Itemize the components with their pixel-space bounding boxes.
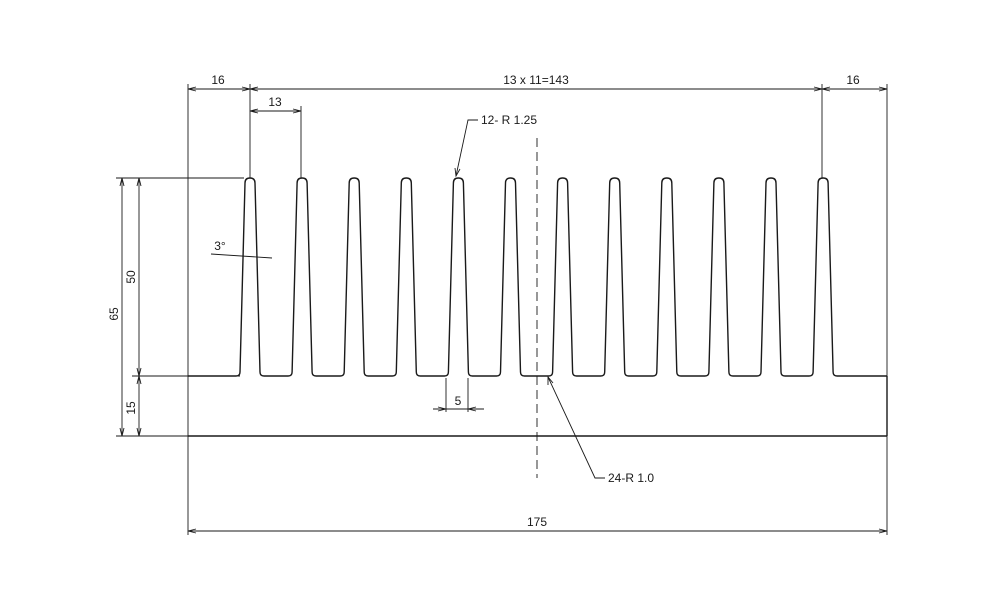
- arrowhead: [467, 406, 477, 412]
- leader-tip-radius: [455, 119, 478, 177]
- dim-draft-angle: 3°: [214, 239, 226, 253]
- heatsink-base: [188, 376, 888, 437]
- arrowhead: [119, 177, 125, 187]
- arrowhead: [249, 86, 259, 92]
- arrowhead: [187, 528, 197, 534]
- dim-fin-pitch: 13: [268, 95, 282, 109]
- arrowheads: [119, 86, 888, 534]
- arrowhead: [136, 177, 142, 187]
- leader-root-radius: [547, 376, 605, 479]
- dim-left-margin: 16: [211, 73, 225, 87]
- arrowhead: [187, 86, 197, 92]
- dim-line-draft-angle: [210, 253, 273, 259]
- arrowhead: [292, 108, 302, 114]
- arrowhead: [249, 108, 259, 114]
- dim-base-thickness: 15: [124, 401, 138, 415]
- arrowhead: [547, 375, 554, 385]
- dim-overall-height: 65: [107, 307, 121, 321]
- arrowhead: [119, 427, 125, 437]
- arrowhead: [136, 427, 142, 437]
- callout-root-radius: 24-R 1.0: [608, 471, 654, 485]
- callout-tip-radius: 12- R 1.25: [481, 113, 537, 127]
- arrowhead: [454, 167, 461, 178]
- dim-total-width: 175: [527, 515, 547, 529]
- arrowhead: [878, 86, 888, 92]
- extension-lines: [116, 84, 888, 535]
- fin-profile-outline: [188, 177, 887, 377]
- leader-lines: [454, 119, 605, 479]
- dimension-lines: [121, 88, 887, 532]
- arrowhead: [136, 375, 142, 385]
- arrowhead: [878, 528, 888, 534]
- arrowhead: [437, 406, 447, 412]
- arrowhead: [821, 86, 831, 92]
- dim-pitch-total: 13 x 11=143: [503, 73, 569, 87]
- dim-right-margin: 16: [846, 73, 860, 87]
- dim-fin-height: 50: [124, 270, 138, 284]
- dim-gap-width: 5: [455, 394, 462, 408]
